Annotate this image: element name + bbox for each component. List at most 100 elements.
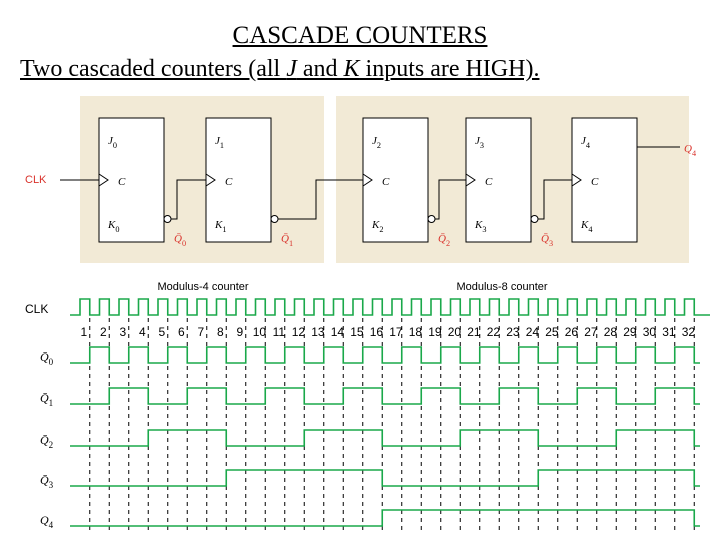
flipflop-0-output-label: Q̄0 [174,233,186,248]
signal-label-q2bar-main: Q̄ [40,433,49,447]
flipflop-2-output-bubble [427,215,436,223]
flipflop-1-output-label: Q̄1 [281,233,293,248]
flipflop-4-c-label: C [591,176,599,188]
flipflop-2-clock-triangle [362,173,373,187]
q4-output-label: Q4 [684,143,696,158]
q4-output-label-main: Q [684,143,692,155]
clk-input-label: CLK [25,174,47,186]
flipflop-2-k-label-main: K [371,219,380,231]
flipflop-3-k-label-subscript: 3 [482,225,486,234]
flipflop-4-clock-triangle [571,173,582,187]
pulse-number-32: 32 [682,325,696,339]
pulse-number-13: 13 [311,325,325,339]
flipflop-3-j-label-subscript: 3 [480,141,484,150]
pulse-number-31: 31 [662,325,676,339]
flipflop-3-output-bubble [530,215,539,223]
flipflop-3-output-label-main: Q̄ [541,233,549,245]
signal-label-q3bar: Q̄3 [40,473,54,490]
pulse-number-25: 25 [545,325,559,339]
flipflop-2-c-label: C [382,176,390,188]
flipflop-4-j-label-main: J [581,135,587,147]
flipflop-3-c-label: C [485,176,493,188]
pulse-number-16: 16 [370,325,384,339]
flipflop-0-clock-triangle [98,173,109,187]
flipflop-1-j-label: J1 [215,135,224,150]
signal-label-q4-subscript: 4 [49,520,54,530]
q1bar-waveform [70,387,700,405]
pulse-number-1: 1 [81,325,88,339]
signal-label-q1bar: Q̄1 [40,391,53,408]
pulse-number-23: 23 [506,325,520,339]
pulse-number-21: 21 [467,325,481,339]
subtitle-k: K [343,56,360,82]
pulse-number-17: 17 [389,325,403,339]
flipflop-0-output-label-main: Q̄ [174,233,182,245]
flipflop-2-j-label-subscript: 2 [377,141,381,150]
pulse-number-9: 9 [237,325,244,339]
q3bar-waveform [70,469,700,487]
flipflop-4-k-label-main: K [580,219,589,231]
flipflop-1-output-bubble [270,215,279,223]
flipflop-1-k-label-main: K [214,219,223,231]
pulse-number-11: 11 [273,325,286,339]
signal-label-q0bar-main: Q̄ [40,350,49,364]
pulse-number-4: 4 [139,325,146,339]
q2bar-waveform [70,429,700,447]
subtitle-middle: and [296,56,344,82]
wire-2-to-3 [435,179,466,220]
flipflop-1-clock-triangle [205,173,216,187]
pulse-number-30: 30 [643,325,657,339]
flipflop-0-output-label-subscript: 0 [182,239,186,248]
flipflop-0-c-label: C [118,176,126,188]
flipflop-0-j-label: J0 [108,135,117,150]
signal-label-q3bar-subscript: 3 [49,480,54,490]
flipflop-2-j-label: J2 [372,135,381,150]
modulus-8-counter-label: Modulus-8 counter [456,281,547,293]
flipflop-1-output-label-subscript: 1 [289,239,293,248]
flipflop-1-j-label-subscript: 1 [220,141,224,150]
pulse-number-24: 24 [526,325,540,339]
flipflop-1-k-label-subscript: 1 [222,225,226,234]
flipflop-3-box [465,117,532,243]
signal-label-clk: CLK [25,302,48,316]
pulse-number-3: 3 [120,325,127,339]
pulse-number-6: 6 [178,325,185,339]
pulse-number-29: 29 [623,325,637,339]
pulse-number-18: 18 [409,325,423,339]
subtitle-j: J [286,56,297,82]
flipflop-2-output-label-main: Q̄ [438,233,446,245]
flipflop-3-k-label: K3 [474,219,486,234]
flipflop-3-output-label: Q̄3 [541,233,553,248]
wire-0-to-1 [171,179,206,220]
signal-label-q1bar-subscript: 1 [49,398,54,408]
pulse-number-2: 2 [100,325,107,339]
pulse-number-26: 26 [565,325,579,339]
pulse-number-20: 20 [448,325,462,339]
pulse-number-19: 19 [428,325,442,339]
flipflop-4-box [571,117,638,243]
pulse-number-22: 22 [487,325,501,339]
q4-output-label-subscript: 4 [692,149,696,158]
flipflop-1-output-label-main: Q̄ [281,233,289,245]
flipflop-2-k-label-subscript: 2 [379,225,383,234]
signal-label-q1bar-main: Q̄ [40,391,49,405]
pulse-number-27: 27 [584,325,598,339]
q4-waveform [70,509,700,527]
pulse-number-14: 14 [331,325,345,339]
pulse-number-10: 10 [253,325,267,339]
signal-label-q4-main: Q [40,513,49,527]
wire-1-to-2 [278,179,363,220]
flipflop-0-j-label-main: J [108,135,114,147]
pulse-number-8: 8 [217,325,224,339]
wire-3-to-4 [538,179,572,220]
pulse-number-28: 28 [604,325,618,339]
flipflop-2-output-label: Q̄2 [438,233,450,248]
flipflop-1-j-label-main: J [215,135,221,147]
flipflop-4-j-label: J4 [581,135,590,150]
signal-label-q3bar-main: Q̄ [40,473,49,487]
signal-label-q0bar: Q̄0 [40,350,54,367]
flipflop-2-j-label-main: J [372,135,378,147]
q0bar-waveform [70,346,700,364]
